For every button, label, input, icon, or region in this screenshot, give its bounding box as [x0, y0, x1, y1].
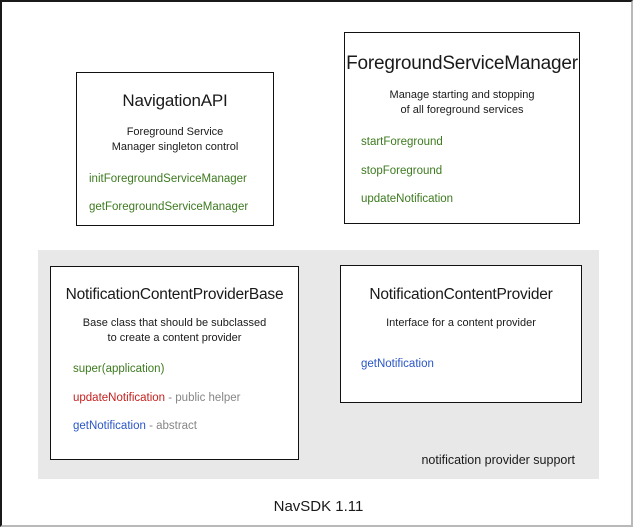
class-description-notificationcontentprovider: Interface for a content provider	[341, 316, 581, 331]
member-list-notificationcontentprovider: getNotification	[341, 357, 581, 371]
class-box-notificationcontentprovider: NotificationContentProvider Interface fo…	[340, 265, 582, 403]
member-note: - public helper	[165, 391, 241, 404]
member-item: initForegroundServiceManager	[89, 173, 273, 186]
class-title-foregroundservicemanager: ForegroundServiceManager	[346, 53, 578, 74]
class-description-notificationcontentproviderbase: Base class that should be subclassed to …	[51, 316, 298, 345]
diagram-caption: NavSDK 1.11	[273, 498, 364, 515]
member-name: getNotification	[73, 420, 146, 433]
member-item: getForegroundServiceManager	[89, 200, 273, 214]
class-box-navigationapi: NavigationAPI Foreground Service Manager…	[76, 72, 274, 226]
class-box-notificationcontentproviderbase: NotificationContentProviderBase Base cla…	[50, 266, 299, 460]
member-list-navigationapi: initForegroundServiceManager getForegrou…	[77, 173, 273, 214]
member-name: stopForeground	[361, 164, 443, 177]
member-item: getNotification	[361, 357, 581, 371]
member-item: updateNotification - public helper	[73, 391, 298, 405]
class-description-line: Foreground Service	[126, 126, 224, 138]
member-item: super(application)	[73, 363, 298, 376]
class-description-line: Manage starting and stopping	[389, 89, 535, 101]
class-description-foregroundservicemanager: Manage starting and stopping of all fore…	[345, 88, 579, 117]
member-name: updateNotification	[361, 193, 454, 206]
class-description-line: Interface for a content provider	[386, 317, 536, 329]
class-description-line: Manager singleton control	[111, 140, 239, 153]
member-item: getNotification - abstract	[73, 420, 298, 433]
member-name: initForegroundServiceManager	[89, 173, 247, 186]
class-title-navigationapi: NavigationAPI	[122, 91, 228, 110]
member-name: getForegroundServiceManager	[89, 200, 249, 213]
class-title-notificationcontentprovider: NotificationContentProvider	[369, 286, 553, 303]
class-description-navigationapi: Foreground Service Manager singleton con…	[77, 125, 273, 154]
member-name: getNotification	[361, 357, 434, 370]
member-item: updateNotification	[361, 193, 579, 206]
class-description-line: of all foreground services	[400, 103, 524, 116]
member-name: super(application)	[73, 363, 165, 376]
member-name: startForeground	[361, 136, 443, 149]
class-description-line: to create a content provider	[107, 331, 242, 344]
member-item: stopForeground	[361, 164, 579, 178]
member-note: - abstract	[145, 420, 198, 433]
member-name: updateNotification	[73, 391, 166, 404]
member-list-notificationcontentproviderbase: super(application) updateNotification - …	[51, 363, 298, 433]
class-description-line: Base class that should be subclassed	[82, 317, 267, 329]
class-box-foregroundservicemanager: ForegroundServiceManager Manage starting…	[344, 32, 580, 224]
group-label: notification provider support	[421, 453, 575, 467]
member-item: startForeground	[361, 136, 579, 149]
class-title-notificationcontentproviderbase: NotificationContentProviderBase	[65, 286, 284, 303]
member-list-foregroundservicemanager: startForeground stopForeground updateNot…	[345, 136, 579, 206]
